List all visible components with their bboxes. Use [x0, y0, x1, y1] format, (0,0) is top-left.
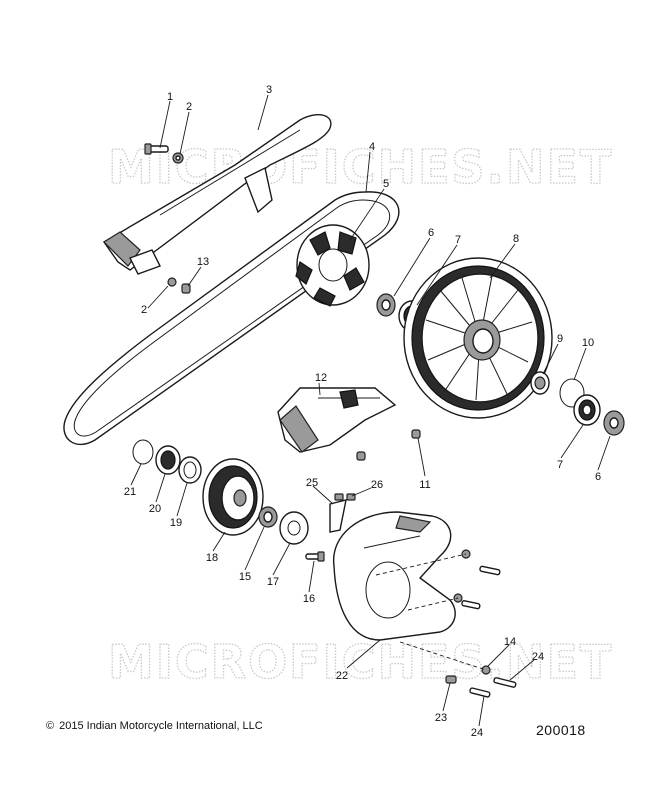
callout-11: 11	[419, 479, 430, 491]
spacer-6-lower	[603, 410, 625, 436]
clip-23	[445, 675, 457, 684]
callout-15: 15	[239, 571, 251, 583]
seal-19	[178, 456, 202, 484]
callout-12: 12	[315, 372, 327, 384]
callout-24-upper: 24	[532, 651, 544, 663]
upper-belt-guard	[102, 114, 332, 275]
callout-10: 10	[582, 337, 594, 349]
circlip-10	[559, 378, 585, 408]
watermark-top: MICROFICHES.NET	[108, 140, 613, 194]
callout-9: 9	[557, 333, 563, 345]
callout-20: 20	[149, 503, 161, 515]
watermark-bottom: MICROFICHES.NET	[108, 635, 613, 689]
bolt-24-upper	[493, 677, 517, 688]
leader-lines	[130, 94, 611, 727]
callout-1: 1	[167, 91, 173, 103]
callout-4: 4	[369, 141, 375, 153]
bearing-9	[530, 371, 550, 395]
washer-14	[481, 665, 491, 675]
callout-23: 23	[435, 712, 447, 724]
bolt-11b	[356, 451, 366, 461]
bolt-16	[305, 551, 325, 562]
callout-13: 13	[197, 256, 209, 268]
callout-6-upper: 6	[428, 227, 434, 239]
bearing-7-lower	[573, 394, 601, 426]
bearing-20	[155, 445, 181, 475]
copyright-symbol: ©	[46, 720, 55, 732]
bolt-1	[144, 143, 169, 155]
callout-24-lower: 24	[471, 727, 483, 739]
figure-number: 200018	[536, 722, 586, 738]
bolt-24-lower	[469, 687, 491, 698]
retainer-plate-17	[279, 511, 309, 545]
callout-25: 25	[306, 477, 318, 489]
callout-18: 18	[206, 552, 218, 564]
copyright-notice: © 2015 Indian Motorcycle International, L…	[46, 720, 263, 732]
nut-2-lower	[167, 277, 177, 287]
bolt-cover-1	[479, 565, 501, 576]
spacer-15	[258, 506, 278, 528]
rear-belt-pulley	[403, 257, 553, 419]
callout-21: 21	[124, 486, 136, 498]
cush-drive-damper	[295, 224, 370, 307]
bolt-26	[334, 493, 356, 501]
callout-16: 16	[303, 593, 315, 605]
bolt-cover-2	[461, 600, 481, 610]
callout-6-lower: 6	[595, 471, 601, 483]
circlip-21	[132, 439, 154, 465]
callout-3: 3	[266, 84, 272, 96]
bracket-25	[329, 499, 347, 533]
spacer-6-upper	[376, 293, 396, 317]
nut-2-top	[172, 152, 184, 164]
callout-5: 5	[383, 178, 389, 190]
callout-26: 26	[371, 479, 383, 491]
callout-14: 14	[504, 636, 516, 648]
callout-2-lower: 2	[141, 304, 147, 316]
callout-8: 8	[513, 233, 519, 245]
bolt-11	[411, 429, 421, 439]
front-drive-sprocket	[202, 458, 264, 536]
front-sprocket-cover	[333, 511, 456, 641]
callout-22: 22	[336, 670, 348, 682]
callout-2-top: 2	[186, 101, 192, 113]
callout-17: 17	[267, 576, 279, 588]
callout-7-upper: 7	[455, 234, 461, 246]
callout-7-lower: 7	[557, 459, 563, 471]
lower-belt-guard	[277, 387, 397, 453]
copyright-text: 2015 Indian Motorcycle International, LL…	[59, 720, 263, 732]
callout-19: 19	[170, 517, 182, 529]
bolt-13	[181, 283, 191, 294]
